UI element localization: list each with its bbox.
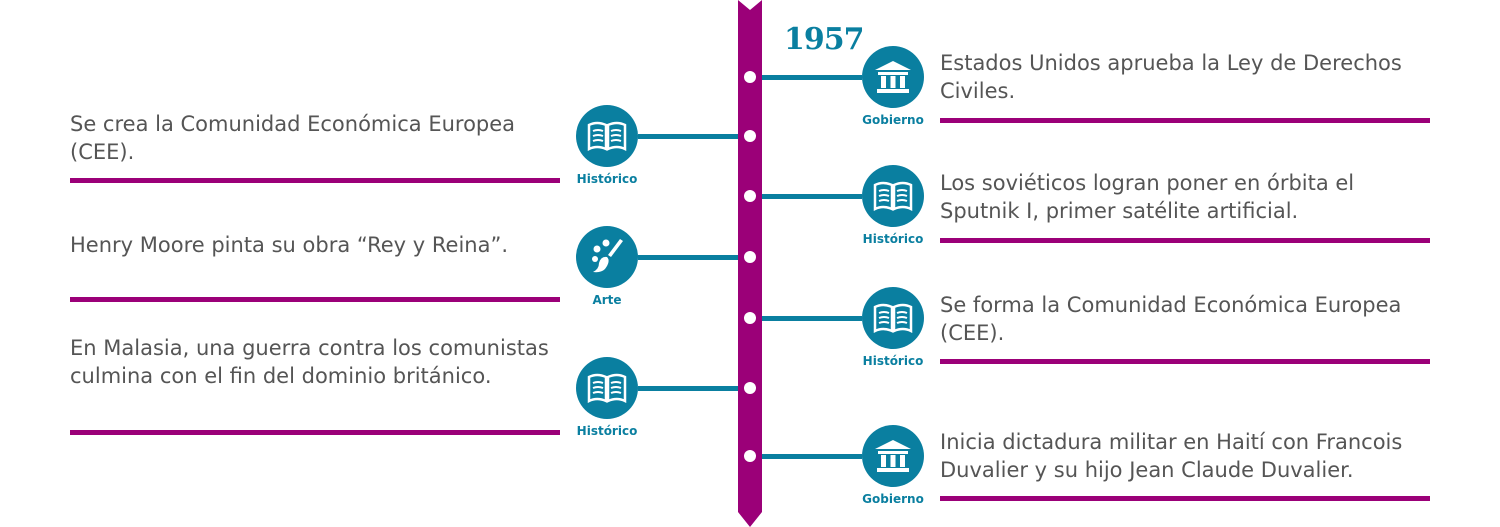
event-underline [940,496,1430,501]
timeline-dot [744,190,756,202]
connector-line [638,386,738,391]
timeline-dot [744,130,756,142]
government-building-icon [862,425,924,487]
event-text: Estados Unidos aprueba la Ley de Derecho… [940,51,1402,103]
book-icon [862,165,924,227]
book-icon [576,105,638,167]
category-label: Histórico [862,232,924,246]
category-label: Histórico [576,172,638,186]
connector-line [762,75,862,80]
category-label: Arte [592,293,622,307]
event-text: Se crea la Comunidad Económica Europea (… [70,112,516,164]
event-underline [70,178,560,183]
timeline-dot [744,71,756,83]
category-label: Gobierno [862,113,924,127]
event-underline [940,238,1430,243]
timeline-dot [744,312,756,324]
event-underline [70,430,560,435]
timeline-spine [738,0,762,527]
timeline-dot [744,382,756,394]
category-label: Histórico [576,424,638,438]
event-text: Inicia dictadura militar en Haití con Fr… [940,430,1403,482]
connector-line [762,194,862,199]
timeline-dot [744,450,756,462]
year-label: 1957 [784,22,864,57]
connector-line [638,255,738,260]
book-icon [862,287,924,349]
event-underline [70,297,560,302]
event-text: En Malasia, una guerra contra los comuni… [70,336,549,388]
palette-icon [576,226,638,288]
category-label: Histórico [862,354,924,368]
book-icon [576,357,638,419]
event-underline [940,118,1430,123]
connector-line [762,316,862,321]
category-label: Gobierno [862,492,924,506]
timeline-dot [744,251,756,263]
event-text: Los soviéticos logran poner en órbita el… [940,171,1355,223]
event-text: Henry Moore pinta su obra “Rey y Reina”. [70,233,509,257]
connector-line [762,454,862,459]
event-underline [940,359,1430,364]
government-building-icon [862,46,924,108]
event-text: Se forma la Comunidad Económica Europea … [940,293,1402,345]
connector-line [638,134,738,139]
